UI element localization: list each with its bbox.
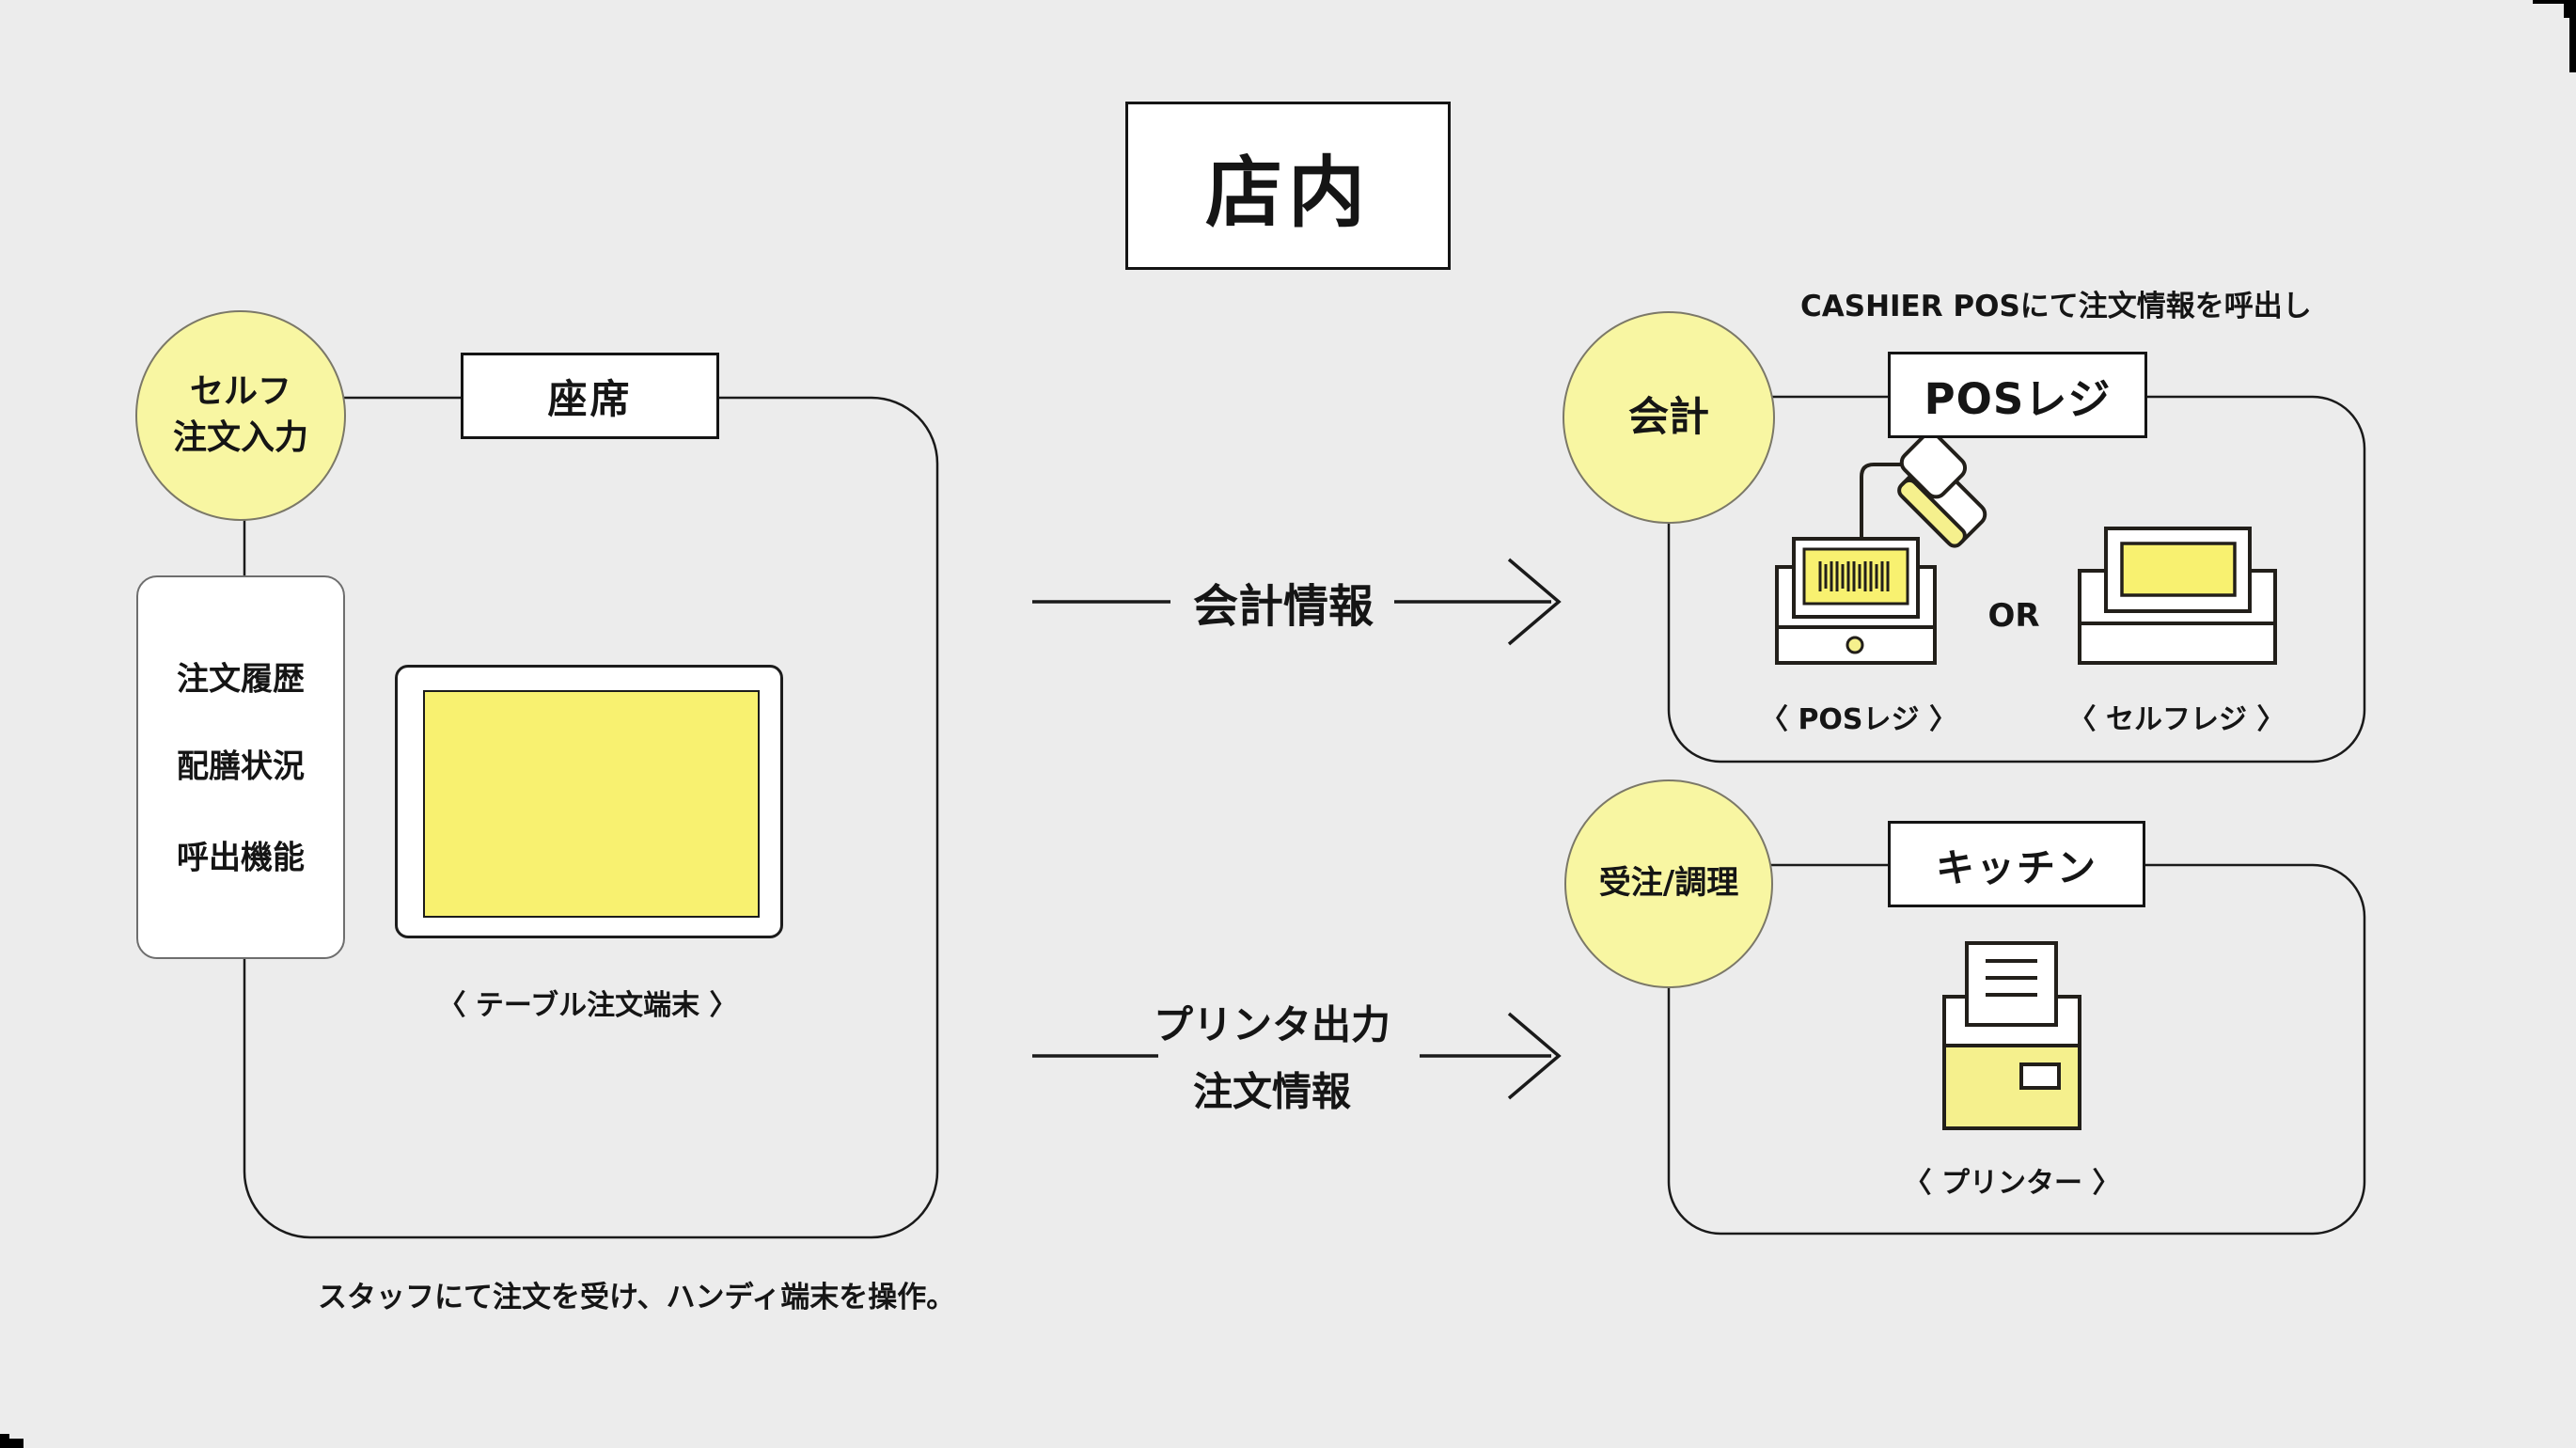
table-terminal-feature-list: 注文履歴 配膳状況 呼出機能 — [136, 575, 345, 959]
printer-flow-label-line2: 注文情報 — [1192, 1068, 1352, 1115]
self-checkout-icon — [2078, 527, 2277, 665]
corner-decoration-bottom-left — [0, 1434, 24, 1448]
self-order-label-line2: 注文入力 — [172, 418, 308, 457]
order-cooking-circle-label: 受注/調理 — [1598, 864, 1739, 903]
corner-decoration-top-right — [2533, 0, 2576, 72]
list-item: 呼出機能 — [177, 839, 305, 877]
kitchen-zone-label: キッチン — [1936, 845, 2097, 890]
order-cooking-circle: 受注/調理 — [1564, 779, 1773, 988]
accounting-circle-label: 会計 — [1628, 393, 1709, 441]
barcode-glyph — [1818, 561, 1890, 591]
arrow-right-accounting-icon — [1032, 558, 1562, 646]
accounting-circle: 会計 — [1563, 311, 1775, 524]
table-terminal-caption: 〈 テーブル注文端末 〉 — [437, 989, 738, 1022]
page-title: 店内 — [1125, 102, 1451, 270]
pos-register-caption: 〈 POSレジ 〉 — [1760, 703, 1957, 736]
table-order-terminal-icon — [395, 665, 783, 938]
kitchen-zone-box: キッチン — [1888, 821, 2145, 907]
self-order-circle: セルフ 注文入力 — [135, 310, 346, 521]
receipt-printer-caption: 〈 プリンター 〉 — [1903, 1167, 2121, 1200]
page-title-label: 店内 — [1204, 149, 1371, 238]
accounting-flow-label: 会計情報 — [1192, 580, 1374, 633]
self-checkout-caption: 〈 セルフレジ 〉 — [2067, 703, 2285, 736]
pos-register-icon — [1775, 432, 1987, 665]
list-item: 配膳状況 — [177, 748, 305, 786]
list-item: 注文履歴 — [177, 660, 305, 699]
cashier-pos-note: CASHIER POSにて注文情報を呼出し — [1800, 290, 2312, 323]
barcode-scanner-icon — [1897, 432, 1987, 548]
self-order-label-line1: セルフ — [189, 372, 291, 412]
seat-zone-label: 座席 — [547, 375, 633, 422]
staff-footnote: スタッフにて注文を受け、ハンディ端末を操作。 — [318, 1281, 956, 1314]
printer-flow-label-line1: プリンタ出力 — [1153, 1001, 1391, 1048]
receipt-printer-icon — [1942, 941, 2081, 1130]
pos-register-zone-label: POSレジ — [1924, 373, 2112, 424]
pos-register-zone-box: POSレジ — [1888, 352, 2147, 438]
or-label: OR — [1987, 597, 2040, 635]
arrow-right-printer-icon — [1032, 1012, 1562, 1100]
tablet-screen — [423, 690, 760, 918]
seat-zone-box: 座席 — [461, 353, 719, 439]
